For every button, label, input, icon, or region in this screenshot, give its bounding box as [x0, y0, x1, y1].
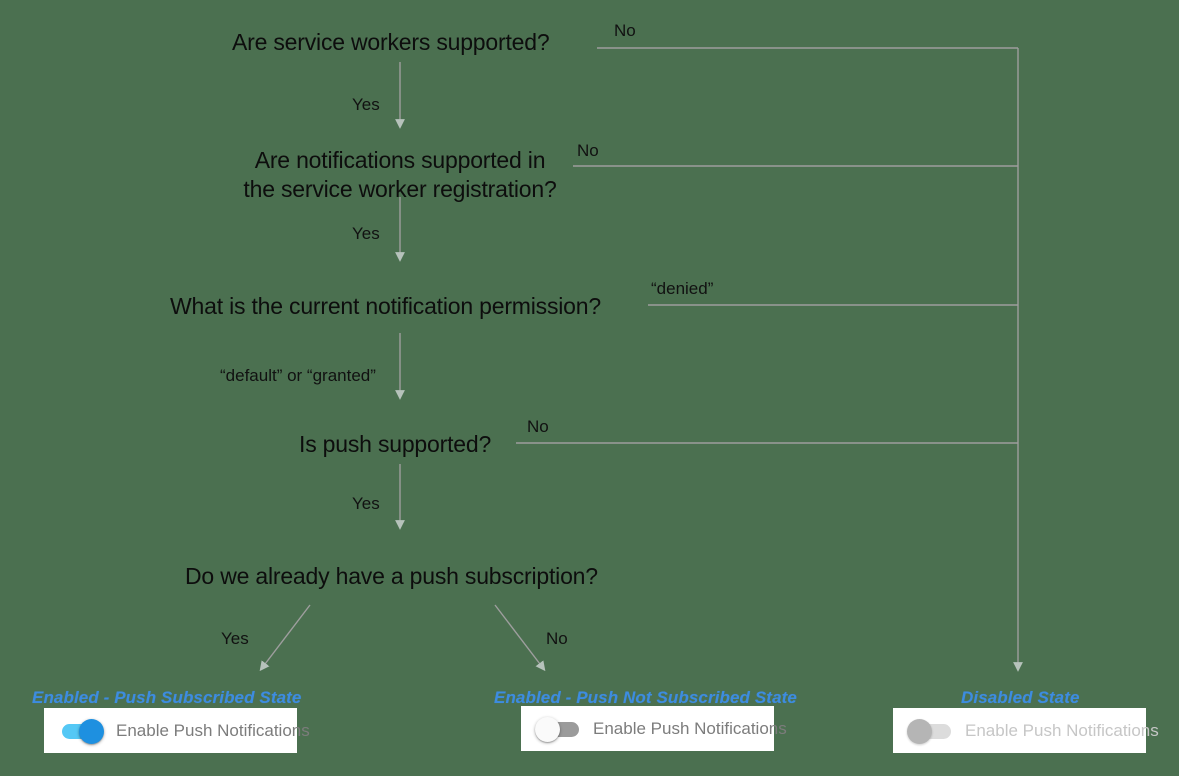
question-notifications-supported: Are notifications supported in the servi…: [243, 147, 557, 202]
edge-label-subscription-yes: Yes: [221, 629, 249, 648]
toggle-knob-icon: [535, 716, 560, 742]
state-caption-disabled: Disabled State: [961, 688, 1080, 707]
edge-label-push-yes: Yes: [352, 494, 380, 513]
edge-label-sw-no: No: [614, 21, 636, 40]
edge-label-notif-no: No: [577, 141, 599, 160]
edge-label-sw-yes: Yes: [352, 95, 380, 114]
edge-label-permission-default-granted: “default” or “granted”: [220, 366, 376, 385]
question-service-workers: Are service workers supported?: [232, 29, 550, 55]
toggle-card-push-subscribed[interactable]: Enable Push Notifications: [44, 708, 310, 753]
edge-label-push-no: No: [527, 417, 549, 436]
toggle-switch-push-not-subscribed[interactable]: [535, 715, 581, 743]
question-existing-subscription: Do we already have a push subscription?: [185, 563, 598, 589]
toggle-knob-icon: [907, 718, 932, 744]
toggle-switch-push-subscribed[interactable]: [58, 717, 104, 745]
toggle-label-disabled: Enable Push Notifications: [965, 720, 1159, 740]
toggle-card-push-not-subscribed[interactable]: Enable Push Notifications: [521, 706, 787, 751]
toggle-knob-icon: [79, 718, 104, 744]
edge-label-subscription-no: No: [546, 629, 568, 648]
question-notification-permission: What is the current notification permiss…: [170, 293, 601, 319]
edge-label-notif-yes: Yes: [352, 224, 380, 243]
state-caption-push-not-subscribed: Enabled - Push Not Subscribed State: [494, 688, 797, 707]
toggle-card-disabled: Enable Push Notifications: [893, 708, 1159, 753]
edge-label-permission-denied: “denied”: [651, 279, 714, 298]
question-push-supported: Is push supported?: [299, 431, 492, 457]
toggle-label-push-not-subscribed: Enable Push Notifications: [593, 718, 787, 738]
toggle-label-push-subscribed: Enable Push Notifications: [116, 720, 310, 740]
toggle-switch-disabled: [907, 717, 953, 745]
state-caption-push-subscribed: Enabled - Push Subscribed State: [32, 688, 302, 707]
